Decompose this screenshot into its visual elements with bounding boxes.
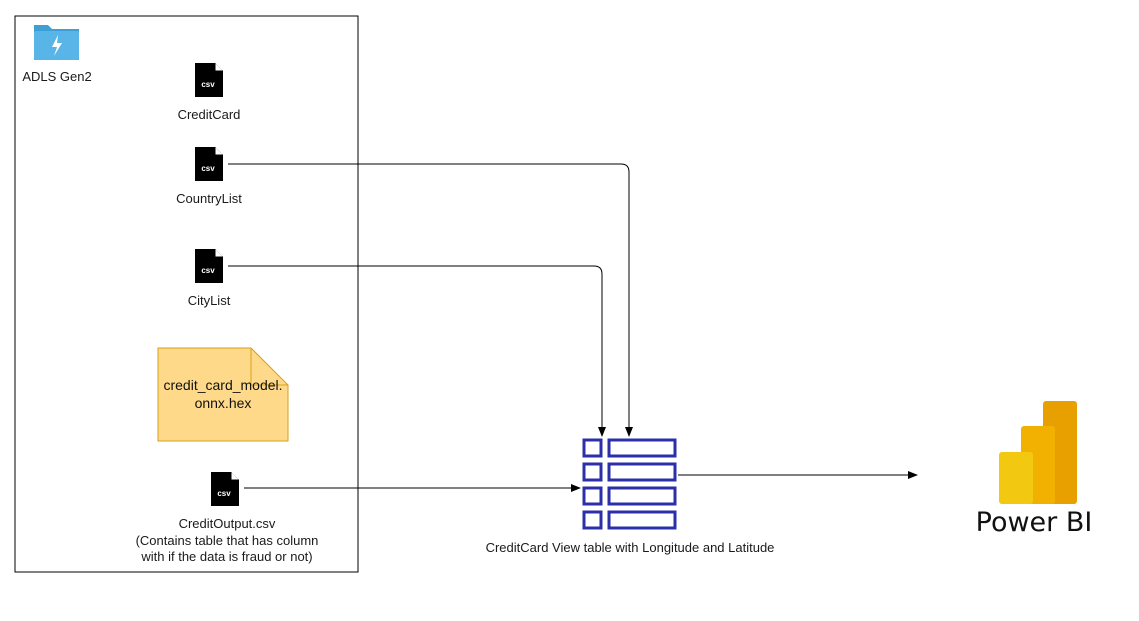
model-note-line-2: onnx.hex bbox=[195, 395, 252, 411]
csv-file-icon-creditcard: csv bbox=[194, 62, 224, 98]
edge-citylist-to-view bbox=[228, 265, 606, 437]
file-label-countrylist: CountryList bbox=[176, 191, 242, 206]
file-sublabel-creditoutput-1: (Contains table that has column bbox=[136, 533, 319, 548]
svg-text:csv: csv bbox=[201, 164, 215, 173]
power-bi-icon bbox=[999, 401, 1077, 504]
model-note-line-1: credit_card_model. bbox=[163, 377, 282, 393]
svg-text:csv: csv bbox=[201, 266, 215, 275]
csv-file-icon-creditoutput: csv bbox=[210, 471, 240, 507]
table-icon bbox=[582, 438, 677, 530]
svg-text:csv: csv bbox=[201, 80, 215, 89]
csv-file-icon-countrylist: csv bbox=[194, 146, 224, 182]
adls-label: ADLS Gen2 bbox=[22, 69, 91, 84]
power-bi-label: Power BI bbox=[976, 507, 1093, 538]
file-sublabel-creditoutput-2: with if the data is fraud or not) bbox=[140, 549, 312, 564]
adls-folder-icon bbox=[34, 25, 79, 60]
svg-text:csv: csv bbox=[217, 489, 231, 498]
file-label-citylist: CityList bbox=[188, 293, 231, 308]
csv-file-icon-citylist: csv bbox=[194, 248, 224, 284]
model-note: credit_card_model. onnx.hex bbox=[157, 347, 289, 442]
edge-countrylist-to-view bbox=[228, 163, 633, 437]
adls-container bbox=[14, 15, 359, 573]
view-table-label: CreditCard View table with Longitude and… bbox=[486, 540, 775, 555]
file-label-creditcard: CreditCard bbox=[178, 107, 241, 122]
file-label-creditoutput: CreditOutput.csv bbox=[179, 516, 276, 531]
